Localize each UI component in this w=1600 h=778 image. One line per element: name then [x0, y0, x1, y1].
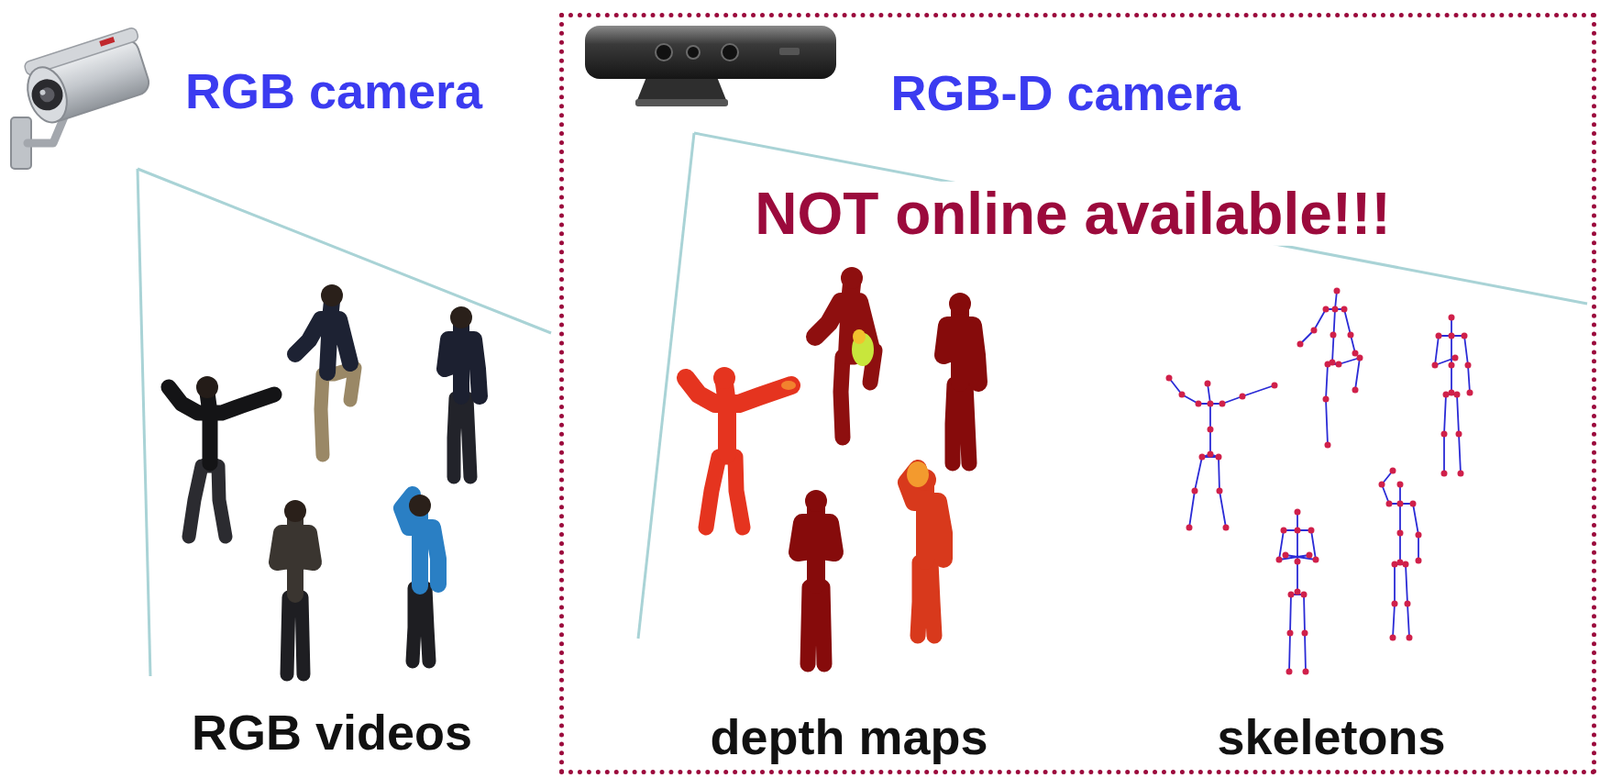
skeleton-figure-part [1379, 467, 1423, 641]
skeleton-figure [1379, 467, 1423, 641]
rgb-person [276, 499, 314, 674]
view-frustum [137, 132, 1588, 676]
rgb-camera-icon-part-part [21, 62, 74, 128]
depth-silhouette-part [713, 366, 736, 389]
warning-note: NOT online available!!! [749, 181, 1396, 246]
rgbd-camera-icon-part [721, 44, 739, 61]
depth-silhouette-part [852, 329, 866, 344]
rgb-person-part [295, 300, 351, 373]
skeletons [1166, 287, 1474, 675]
modality-label: depth maps [709, 709, 988, 764]
rgb-person [444, 306, 480, 477]
rgb-person-part [444, 320, 480, 397]
depth-silhouette-part [805, 489, 828, 512]
skeleton-figure [1432, 314, 1474, 477]
depth-silhouette [906, 461, 944, 636]
depth-silhouette-part [706, 453, 743, 528]
depth-silhouette-part [807, 586, 825, 664]
rgbd-camera-icon-part [655, 44, 673, 61]
rgbd-camera-icon [584, 25, 837, 107]
rgb-person-part [453, 397, 471, 477]
depth-silhouette-part [840, 266, 863, 289]
rgb-camera-icon-part-part [99, 36, 115, 47]
rgb-person [168, 375, 275, 537]
rgbd-region: RGB-D cameraNOT online available!!! depth… [559, 12, 1597, 774]
depth-silhouette-part [685, 377, 792, 454]
skeleton-figure-part [1325, 357, 1360, 445]
depth-silhouette-part [917, 562, 935, 636]
rgb-person-part [284, 499, 307, 522]
rgb-people [168, 284, 480, 674]
skeleton-figure-part [1169, 377, 1275, 454]
depth-silhouette-part [943, 307, 979, 383]
rgb-person-part [168, 386, 275, 464]
view-frustum-part [137, 168, 552, 333]
rgb-person-part [320, 284, 343, 307]
rgb-person-part [412, 587, 430, 662]
rgb-camera-icon [11, 26, 156, 169]
skeleton-figure [1166, 375, 1279, 531]
depth-silhouette [943, 292, 979, 464]
skeleton-figure-part [1297, 287, 1364, 449]
skeleton-figure-part [1434, 317, 1470, 393]
skeleton-figure-part [1279, 511, 1316, 592]
camera-label: RGB camera [185, 64, 483, 119]
rgb-person-part [276, 514, 314, 595]
rgb-person-part [408, 494, 431, 517]
view-frustum-part [137, 168, 151, 676]
camera-label: RGB-D camera [890, 66, 1240, 121]
skeleton-figure [1276, 508, 1320, 675]
skeleton-figure-part [1432, 314, 1474, 477]
rgb-person-part [450, 306, 473, 329]
depth-silhouettes [685, 266, 979, 664]
view-frustum-part [694, 132, 1588, 304]
rgbd-camera-icon-part [584, 25, 837, 79]
modality-label: RGB videos [191, 705, 473, 760]
rgb-camera-icon-part-part [27, 75, 67, 115]
skeleton-figure [1297, 287, 1364, 449]
depth-silhouette-part [797, 504, 835, 585]
skeleton-figure-part [1166, 375, 1279, 531]
rgb-person-part [188, 463, 226, 537]
rgb-camera-icon-part [18, 26, 156, 128]
rgb-person-part [196, 375, 219, 398]
depth-silhouette-part [948, 292, 972, 315]
rgbd-camera-icon-part [686, 45, 700, 59]
modality-label: skeletons [1216, 709, 1446, 764]
rgb-person [401, 494, 439, 662]
rgb-camera-icon-part-part [37, 85, 56, 104]
depth-silhouette-part [906, 461, 929, 487]
skeleton-figure-part [1300, 290, 1356, 363]
depth-silhouette-part [781, 380, 796, 390]
rgb-person [295, 284, 355, 455]
rgb-person-part [401, 494, 439, 586]
rgb-camera-icon-part-part [39, 88, 47, 97]
rgb-person-part [286, 596, 304, 674]
depth-silhouette [815, 266, 875, 438]
skeleton-figure-part [1276, 508, 1320, 675]
rgbd-camera-icon-part [779, 47, 800, 56]
rgb-person-part [320, 367, 355, 455]
rgbd-camera-icon-part [635, 99, 729, 107]
depth-silhouette [797, 489, 835, 664]
depth-silhouette [685, 366, 796, 528]
depth-silhouette-part [952, 384, 970, 464]
